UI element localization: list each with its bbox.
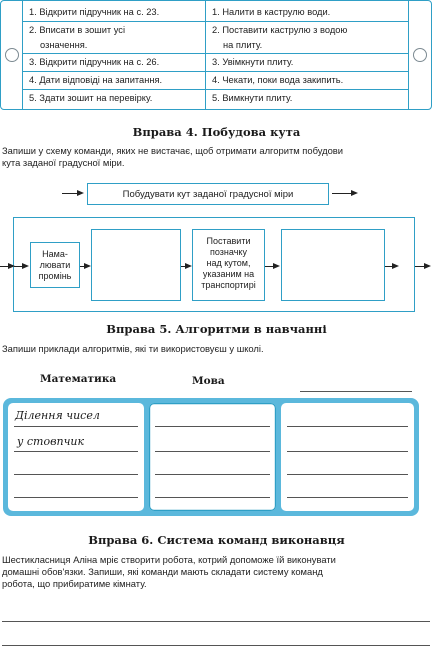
writing-line[interactable] xyxy=(155,426,270,427)
binder-hole-icon xyxy=(5,48,19,62)
exercise-6-text: домашні обов'язки. Запиши, які команди м… xyxy=(2,566,323,577)
step-box-3: Поставити позначку над кутом, указаним н… xyxy=(192,229,265,301)
arrow-right-icon xyxy=(8,262,15,269)
table-cell: 1. Налити в каструлю води. xyxy=(206,4,408,22)
handwritten-answer: Ділення чисел xyxy=(15,409,100,422)
writing-line[interactable] xyxy=(287,451,408,452)
arrow-right-icon xyxy=(77,189,84,196)
writing-line[interactable] xyxy=(2,621,430,622)
arrow-right-icon xyxy=(273,262,280,269)
step-3-line: транспортирі xyxy=(201,280,256,290)
flow-arrow xyxy=(14,266,23,268)
panel-column-math xyxy=(8,403,144,511)
step-box-2-empty[interactable] xyxy=(91,229,181,301)
table-cell: 4. Дати відповіді на запитання. xyxy=(23,72,205,90)
exercise-6-text: Шестикласниця Аліна мріє створити робота… xyxy=(2,554,336,565)
writing-line[interactable] xyxy=(2,645,430,646)
writing-line[interactable] xyxy=(14,451,138,452)
panel-column-language xyxy=(149,403,276,511)
writing-line[interactable] xyxy=(287,474,408,475)
step-1-line: Нама- xyxy=(42,249,68,259)
writing-line[interactable] xyxy=(155,451,270,452)
writing-line[interactable] xyxy=(155,474,270,475)
table-cell: 3. Увімкнути плиту. xyxy=(206,54,408,72)
writing-line[interactable] xyxy=(14,497,138,498)
exercise-4-instruction: кута заданої градусної міри. xyxy=(2,157,125,168)
column-header-language: Мова xyxy=(192,375,225,387)
table-cell: на плиту. xyxy=(206,37,408,54)
column-header-blank-line[interactable] xyxy=(300,391,412,392)
table-cell: 4. Чекати, поки вода закипить. xyxy=(206,72,408,90)
writing-line[interactable] xyxy=(14,426,138,427)
column-header-math: Математика xyxy=(40,373,117,385)
exercise-5-title: Вправа 5. Алгоритми в навчанні xyxy=(106,322,327,336)
table-cell: 2. Вписати в зошит усі xyxy=(29,25,126,35)
arrow-right-icon xyxy=(22,262,29,269)
table-cell: 5. Вимкнути плиту. xyxy=(212,93,293,103)
step-3-line: позначку xyxy=(210,247,247,257)
exercise-4-title: Вправа 4. Побудова кута xyxy=(132,125,301,139)
table-cell: 3. Відкрити підручник на с. 26. xyxy=(23,54,205,72)
table-cell: 5. Здати зошит на перевірку. xyxy=(29,93,153,103)
writing-line[interactable] xyxy=(14,474,138,475)
writing-line[interactable] xyxy=(287,426,408,427)
algorithm-header-label: Побудувати кут заданої градусної міри xyxy=(122,189,294,200)
step-3-line: над кутом, xyxy=(206,258,251,268)
arrow-right-icon xyxy=(185,262,192,269)
flow-arrow xyxy=(0,266,12,268)
table-divider xyxy=(408,0,409,110)
writing-line[interactable] xyxy=(155,497,270,498)
exercise-4-instruction: Запиши у схему команди, яких не вистачає… xyxy=(2,145,344,156)
exercise-6-title: Вправа 6. Система команд виконавця xyxy=(88,533,345,547)
exercise-6-text: робота, що прибиратиме кімнату. xyxy=(2,578,147,589)
table-cell: означення. xyxy=(23,37,205,54)
algorithm-header-box: Побудувати кут заданої градусної міри xyxy=(87,183,329,205)
exercise-5-instruction: Запиши приклади алгоритмів, які ти викор… xyxy=(2,343,264,354)
binder-hole-icon xyxy=(413,48,427,62)
table-divider xyxy=(22,0,23,110)
handwritten-answer: у стовпчик xyxy=(17,435,85,448)
table-cell: 1. Відкрити підручник на с. 23. xyxy=(23,4,205,22)
flow-arrow xyxy=(332,193,352,195)
table-cell: 2. Поставити каструлю з водою xyxy=(212,25,348,35)
step-3-line: указаним на xyxy=(202,269,255,279)
step-box-1: Нама- лювати промінь xyxy=(30,242,80,288)
arrow-right-icon xyxy=(351,189,358,196)
step-1-line: промінь xyxy=(38,271,72,281)
arrow-right-icon xyxy=(424,262,431,269)
table-divider xyxy=(205,0,206,110)
panel-column-other xyxy=(281,403,414,511)
step-3-line: Поставити xyxy=(206,236,251,246)
flow-arrow xyxy=(80,266,85,268)
flow-arrow xyxy=(415,266,425,268)
flow-arrow xyxy=(62,193,78,195)
step-1-line: лювати xyxy=(39,260,71,270)
flow-arrow xyxy=(265,266,274,268)
flow-arrow xyxy=(181,266,186,268)
algorithms-table xyxy=(0,0,432,110)
arrow-right-icon xyxy=(392,262,399,269)
arrow-right-icon xyxy=(84,262,91,269)
flow-arrow xyxy=(385,266,393,268)
step-box-4-empty[interactable] xyxy=(281,229,385,301)
writing-line[interactable] xyxy=(287,497,408,498)
